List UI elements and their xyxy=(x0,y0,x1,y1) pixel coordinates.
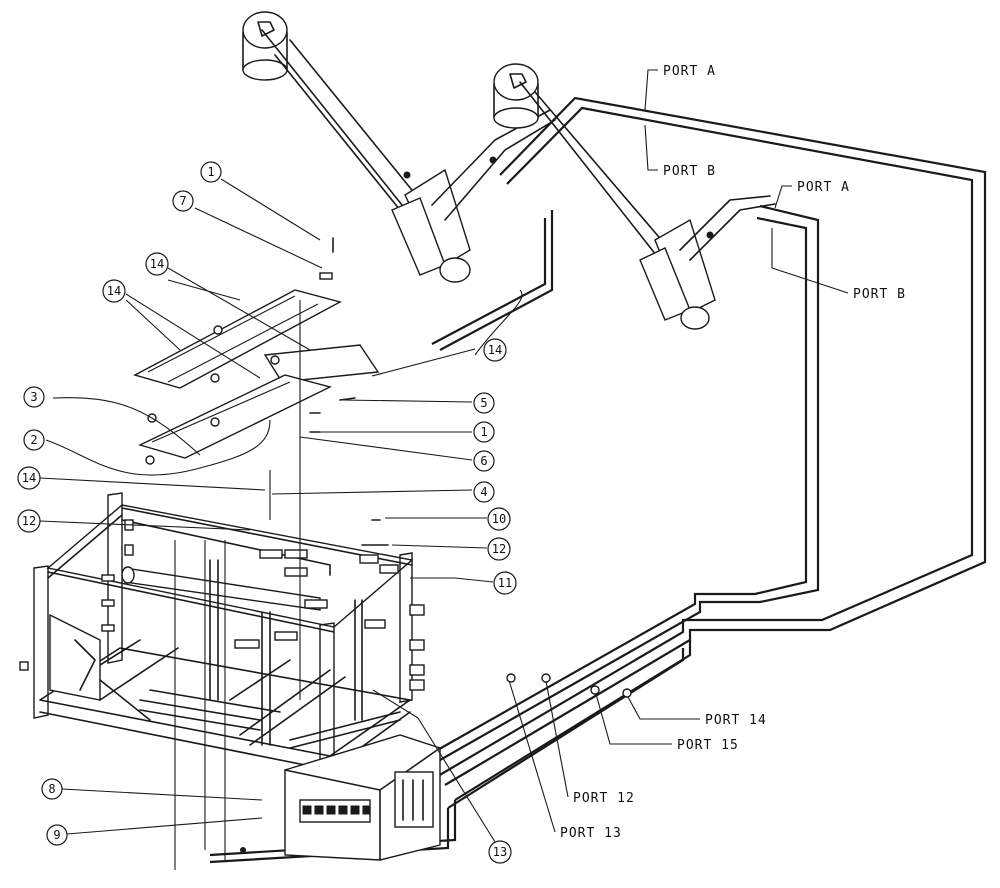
callout-5: 5 xyxy=(473,392,495,414)
callout-8: 8 xyxy=(41,778,63,800)
callout-label: 12 xyxy=(22,514,36,528)
port-b-left-label: PORT B xyxy=(663,164,716,179)
callout-6: 6 xyxy=(473,450,495,472)
callout-label: 1 xyxy=(480,425,487,439)
callout-label: 9 xyxy=(53,828,60,842)
callout-label: 14 xyxy=(488,343,502,357)
callout-label: 13 xyxy=(493,845,507,859)
callout-label: 1 xyxy=(207,165,214,179)
port-12-label: PORT 12 xyxy=(573,791,635,806)
callout-label: 7 xyxy=(179,194,186,208)
callout-12-left: 12 xyxy=(17,509,41,533)
callout-label: 14 xyxy=(150,257,164,271)
callout-12-right: 12 xyxy=(487,537,511,561)
port-14-label: PORT 14 xyxy=(705,713,767,728)
left-boom-cylinder xyxy=(242,11,556,283)
port-leaders xyxy=(506,69,849,833)
port-labels: PORT A PORT B PORT A PORT B PORT 14 PORT… xyxy=(560,64,906,841)
upper-mounting-plate xyxy=(133,289,380,395)
callout-label: 10 xyxy=(492,512,506,526)
callout-11: 11 xyxy=(493,571,517,595)
callout-7: 7 xyxy=(172,190,194,212)
lower-mounting-plate xyxy=(138,374,332,465)
callout-13: 13 xyxy=(488,840,512,864)
callout-label: 14 xyxy=(107,284,121,298)
callout-label: 5 xyxy=(480,396,487,410)
callout-label: 6 xyxy=(480,454,487,468)
callout-1-top: 1 xyxy=(200,161,222,183)
valve-block xyxy=(240,734,441,861)
callout-14-right: 14 xyxy=(483,338,507,362)
callout-1-right: 1 xyxy=(473,421,495,443)
callout-label: 8 xyxy=(48,782,55,796)
callout-4: 4 xyxy=(473,481,495,503)
callout-label: 12 xyxy=(492,542,506,556)
right-boom-cylinder xyxy=(493,63,776,330)
callout-10: 10 xyxy=(487,507,511,531)
callout-9: 9 xyxy=(46,824,68,846)
callout-label: 4 xyxy=(480,485,487,499)
callout-14-upper: 14 xyxy=(145,252,169,276)
port-a-left-label: PORT A xyxy=(663,64,716,79)
port-13-label: PORT 13 xyxy=(560,826,622,841)
port-15-label: PORT 15 xyxy=(677,738,739,753)
callout-label: 11 xyxy=(498,576,512,590)
callout-label: 14 xyxy=(22,471,36,485)
callout-14-lower: 14 xyxy=(17,466,41,490)
leader-lines xyxy=(39,178,523,870)
callout-3: 3 xyxy=(23,386,45,408)
hose-routing xyxy=(209,96,987,864)
valve-ports xyxy=(302,805,370,815)
callout-14-left: 14 xyxy=(102,279,126,303)
port-b-right-label: PORT B xyxy=(853,287,906,302)
callout-label: 3 xyxy=(30,390,37,404)
port-a-right-label: PORT A xyxy=(797,180,850,195)
callout-label: 2 xyxy=(30,433,37,447)
callout-2: 2 xyxy=(23,429,45,451)
main-frame xyxy=(19,492,425,773)
